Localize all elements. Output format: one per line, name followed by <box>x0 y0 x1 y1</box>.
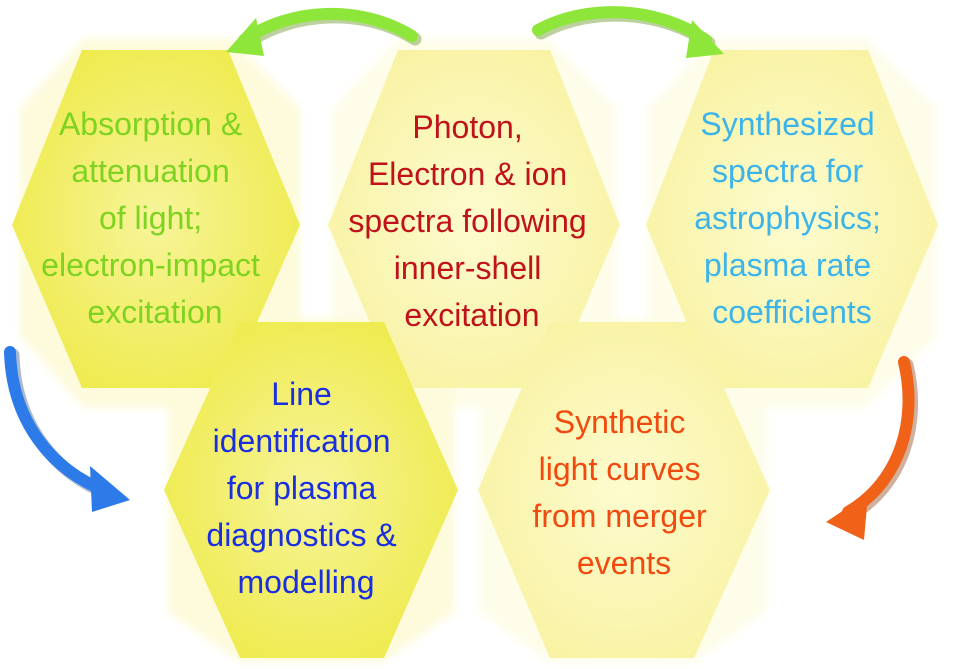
hexagon-absorption <box>12 50 300 388</box>
hexagon-light-curves <box>478 322 770 658</box>
hexagon-photon <box>328 50 620 388</box>
arrow-green-left <box>226 8 422 56</box>
synthesized-text: Synthesized spectra for astrophysics; pl… <box>694 106 890 330</box>
arrow-orange <box>826 356 919 540</box>
hexagon-line-identification <box>164 322 458 658</box>
photon-text: Photon, Electron & ion spectra following… <box>348 109 595 333</box>
absorption-text: Absorption & attenuation of light; elect… <box>41 106 269 330</box>
arrow-green-right <box>532 6 724 58</box>
hexagon-synthesized <box>646 50 938 388</box>
line-identification-text: Line identification for plasma diagnosti… <box>206 376 405 600</box>
arrow-blue <box>4 346 130 512</box>
light-curves-text: Synthetic light curves from merger event… <box>532 404 715 581</box>
